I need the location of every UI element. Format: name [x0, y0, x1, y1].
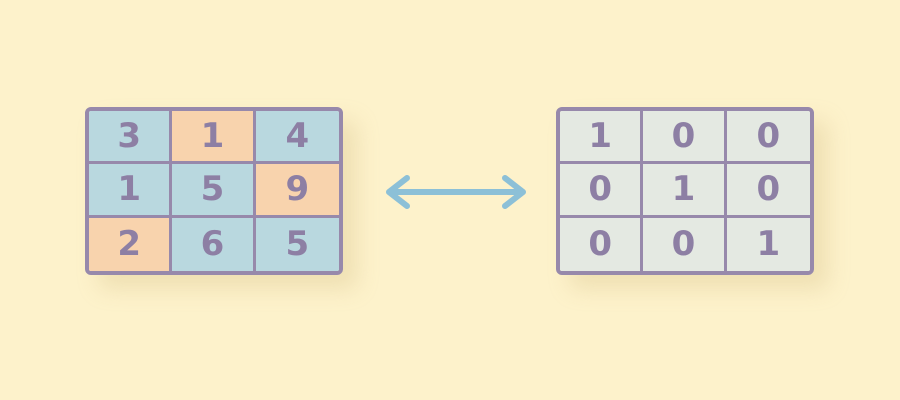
- matrix-cell: 0: [560, 217, 644, 271]
- matrix-cell: 1: [560, 111, 644, 165]
- matrix-cell: 0: [560, 164, 644, 218]
- matrix-cell: 0: [726, 111, 810, 165]
- arrow-head-right: [502, 175, 526, 209]
- matrix-cell: 1: [89, 164, 173, 218]
- matrix-cell: 3: [89, 111, 173, 165]
- matrix-cell: 4: [255, 111, 339, 165]
- matrix-cell: 5: [255, 217, 339, 271]
- matrix-cell: 9: [255, 164, 339, 218]
- matrix-cell: 2: [89, 217, 173, 271]
- arrow-head-left: [386, 175, 410, 209]
- matrix-cell: 0: [643, 217, 727, 271]
- matrix-cell: 1: [726, 217, 810, 271]
- matrix-cell: 0: [643, 111, 727, 165]
- matrix-cell: 1: [172, 111, 256, 165]
- matrix-cell: 1: [643, 164, 727, 218]
- matrix-cell: 6: [172, 217, 256, 271]
- matrix-cell: 0: [726, 164, 810, 218]
- matrix-cell: 5: [172, 164, 256, 218]
- double-headed-arrow-icon: [386, 175, 526, 209]
